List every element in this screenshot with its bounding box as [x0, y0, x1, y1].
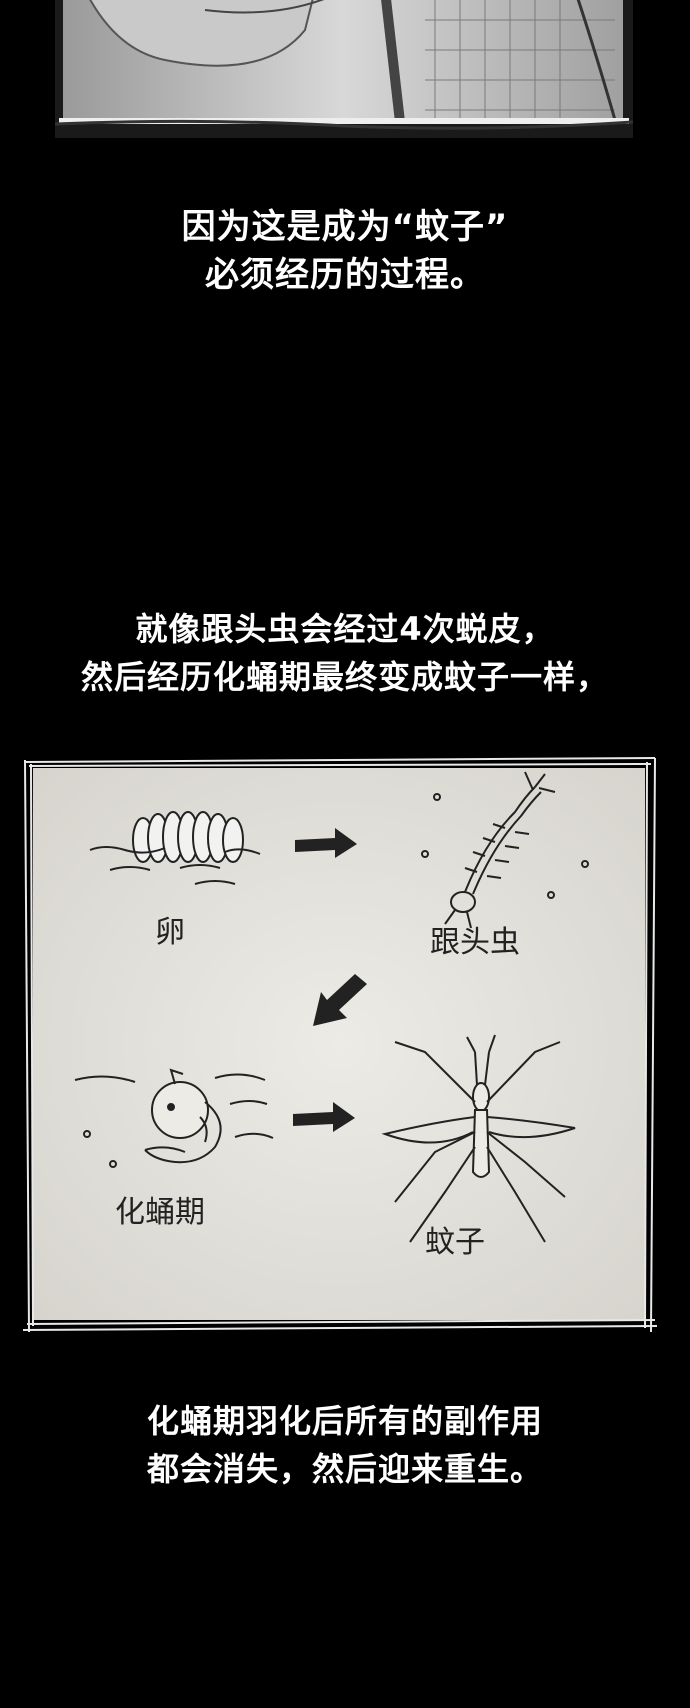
mosquito-lifecycle-diagram: 卵 跟头虫	[15, 752, 665, 1340]
lifecycle-sketch: 卵 跟头虫	[15, 752, 665, 1340]
top-comic-panel	[55, 0, 633, 138]
caption-1: 因为这是成为“蚊子” 必须经历的过程。	[0, 203, 690, 299]
larva-label: 跟头虫	[430, 925, 520, 960]
arrow-down-left-icon	[313, 974, 367, 1026]
top-panel-illustration	[55, 0, 633, 130]
caption-1-line-1: 因为这是成为“蚊子”	[181, 207, 509, 247]
mosquito-stage	[381, 1034, 576, 1243]
mosquito-icon	[381, 1034, 576, 1243]
larva-stage	[421, 771, 589, 929]
caption-3-line-1: 化蛹期羽化后所有的副作用	[146, 1402, 543, 1440]
egg-raft-icon	[132, 811, 244, 863]
caption-2-line-1: 就像跟头虫会经过4次蜕皮，	[135, 610, 555, 648]
egg-label: 卵	[155, 915, 185, 950]
mosquito-label: 蚊子	[425, 1225, 485, 1260]
arrow-right-bottom-icon	[293, 1102, 355, 1132]
pupa-stage	[74, 1068, 274, 1168]
pupa-icon	[144, 1068, 222, 1164]
egg-stage	[89, 811, 261, 885]
caption-3-line-2: 都会消失，然后迎来重生。	[146, 1450, 543, 1488]
caption-1-line-2: 必须经历的过程。	[205, 255, 485, 295]
larva-icon	[444, 771, 556, 929]
caption-3: 化蛹期羽化后所有的副作用 都会消失，然后迎来重生。	[0, 1397, 690, 1493]
arrow-right-icon	[295, 828, 357, 858]
caption-2: 就像跟头虫会经过4次蜕皮， 然后经历化蛹期最终变成蚊子一样，	[0, 605, 690, 701]
pupa-label: 化蛹期	[115, 1195, 205, 1230]
caption-2-line-2: 然后经历化蛹期最终变成蚊子一样，	[80, 658, 609, 696]
